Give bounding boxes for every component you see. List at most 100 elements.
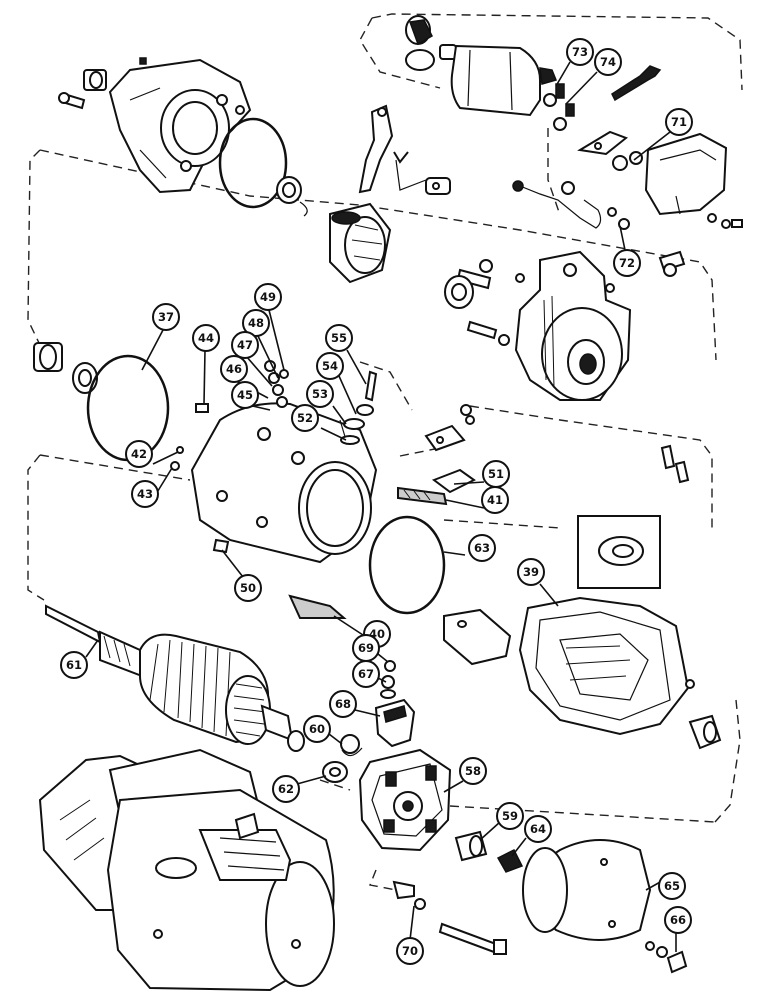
callout-62: 62 [272, 775, 300, 803]
callout-45: 45 [231, 381, 259, 409]
o-ring-63-part [368, 515, 446, 615]
field-coil-part [518, 596, 695, 736]
callout-58: 58 [459, 757, 487, 785]
pole-plate-part [443, 608, 512, 666]
thrust-washer-part [276, 176, 308, 217]
small-hardware-parts [170, 360, 475, 554]
brush-end-bushing-part [688, 714, 722, 750]
svg-text:71: 71 [671, 115, 687, 129]
svg-text:60: 60 [309, 722, 325, 736]
svg-text:59: 59 [502, 809, 518, 823]
callout-65: 65 [658, 872, 686, 900]
end-bushing-part [454, 830, 524, 873]
svg-text:53: 53 [312, 387, 328, 401]
svg-text:63: 63 [474, 541, 490, 555]
svg-text:48: 48 [248, 316, 264, 330]
commutator-end-frame-part [444, 250, 686, 401]
callout-53: 53 [306, 380, 334, 408]
shift-lever-pin-part [611, 65, 662, 102]
svg-text:62: 62 [278, 782, 294, 796]
svg-text:42: 42 [131, 447, 147, 461]
svg-text:49: 49 [260, 290, 276, 304]
svg-text:61: 61 [66, 658, 82, 672]
armature-part [45, 604, 305, 752]
callout-48: 48 [242, 309, 270, 337]
field-terminal-parts [397, 424, 476, 506]
callout-42: 42 [125, 440, 153, 468]
solenoid-part [439, 44, 575, 131]
svg-text:41: 41 [487, 493, 503, 507]
end-cap-part [522, 839, 652, 941]
callout-59: 59 [496, 802, 524, 830]
o-ring-37-part [86, 354, 170, 462]
callout-55: 55 [325, 324, 353, 352]
svg-text:47: 47 [237, 338, 253, 352]
svg-text:39: 39 [523, 565, 539, 579]
callout-61: 61 [60, 651, 88, 679]
svg-text:52: 52 [297, 411, 313, 425]
callout-37: 37 [152, 303, 180, 331]
through-bolt-part [392, 880, 507, 955]
svg-text:46: 46 [226, 362, 242, 376]
callout-63: 63 [468, 534, 496, 562]
end-cap-screw-part [645, 941, 688, 974]
callout-64: 64 [524, 815, 552, 843]
callout-50: 50 [234, 574, 262, 602]
callout-leader-lines [85, 61, 677, 952]
svg-text:51: 51 [488, 467, 504, 481]
callout-43: 43 [131, 480, 159, 508]
svg-text:37: 37 [158, 310, 174, 324]
callout-44: 44 [192, 324, 220, 352]
drive-bushing-part [58, 69, 107, 110]
callout-72: 72 [613, 249, 641, 277]
svg-text:69: 69 [358, 641, 374, 655]
drive-end-housing-part [108, 57, 252, 194]
svg-text:70: 70 [402, 944, 418, 958]
svg-text:74: 74 [600, 55, 616, 69]
svg-text:45: 45 [237, 388, 253, 402]
shift-fork-part [358, 104, 451, 195]
svg-text:72: 72 [619, 256, 635, 270]
callout-54: 54 [316, 352, 344, 380]
pinion-drive-part [329, 202, 392, 284]
callout-39: 39 [517, 558, 545, 586]
svg-text:55: 55 [331, 331, 347, 345]
callout-60: 60 [303, 715, 331, 743]
svg-text:44: 44 [198, 331, 214, 345]
callout-69: 69 [352, 634, 380, 662]
callout-67: 67 [352, 660, 380, 688]
o-ring-housing-part [218, 117, 288, 209]
washer-inset-box [577, 515, 661, 589]
terminal-bracket-part [577, 130, 643, 171]
svg-text:43: 43 [137, 487, 153, 501]
callout-47: 47 [231, 331, 259, 359]
insulator-40-part [288, 594, 347, 619]
left-bushing-part [33, 342, 98, 394]
callout-74: 74 [594, 48, 622, 76]
callout-70: 70 [396, 937, 424, 965]
svg-text:67: 67 [358, 667, 374, 681]
callout-51: 51 [482, 460, 510, 488]
callout-41: 41 [481, 486, 509, 514]
callout-68: 68 [329, 690, 357, 718]
svg-text:64: 64 [530, 822, 546, 836]
svg-text:68: 68 [335, 697, 351, 711]
terminal-cover-part [644, 132, 743, 229]
svg-text:65: 65 [664, 879, 680, 893]
assembled-starter-motor-illustration [38, 748, 335, 992]
svg-text:50: 50 [240, 581, 256, 595]
svg-text:73: 73 [572, 45, 588, 59]
callout-46: 46 [220, 355, 248, 383]
cover-cap-part [405, 15, 435, 71]
field-frame-housing-part [190, 402, 378, 564]
callout-71: 71 [665, 108, 693, 136]
svg-text:58: 58 [465, 764, 481, 778]
svg-text:54: 54 [322, 359, 338, 373]
callout-52: 52 [291, 404, 319, 432]
callout-49: 49 [254, 283, 282, 311]
svg-text:66: 66 [670, 913, 686, 927]
frame-screws-part [660, 444, 690, 484]
assembly-boundary-lines [27, 13, 743, 891]
